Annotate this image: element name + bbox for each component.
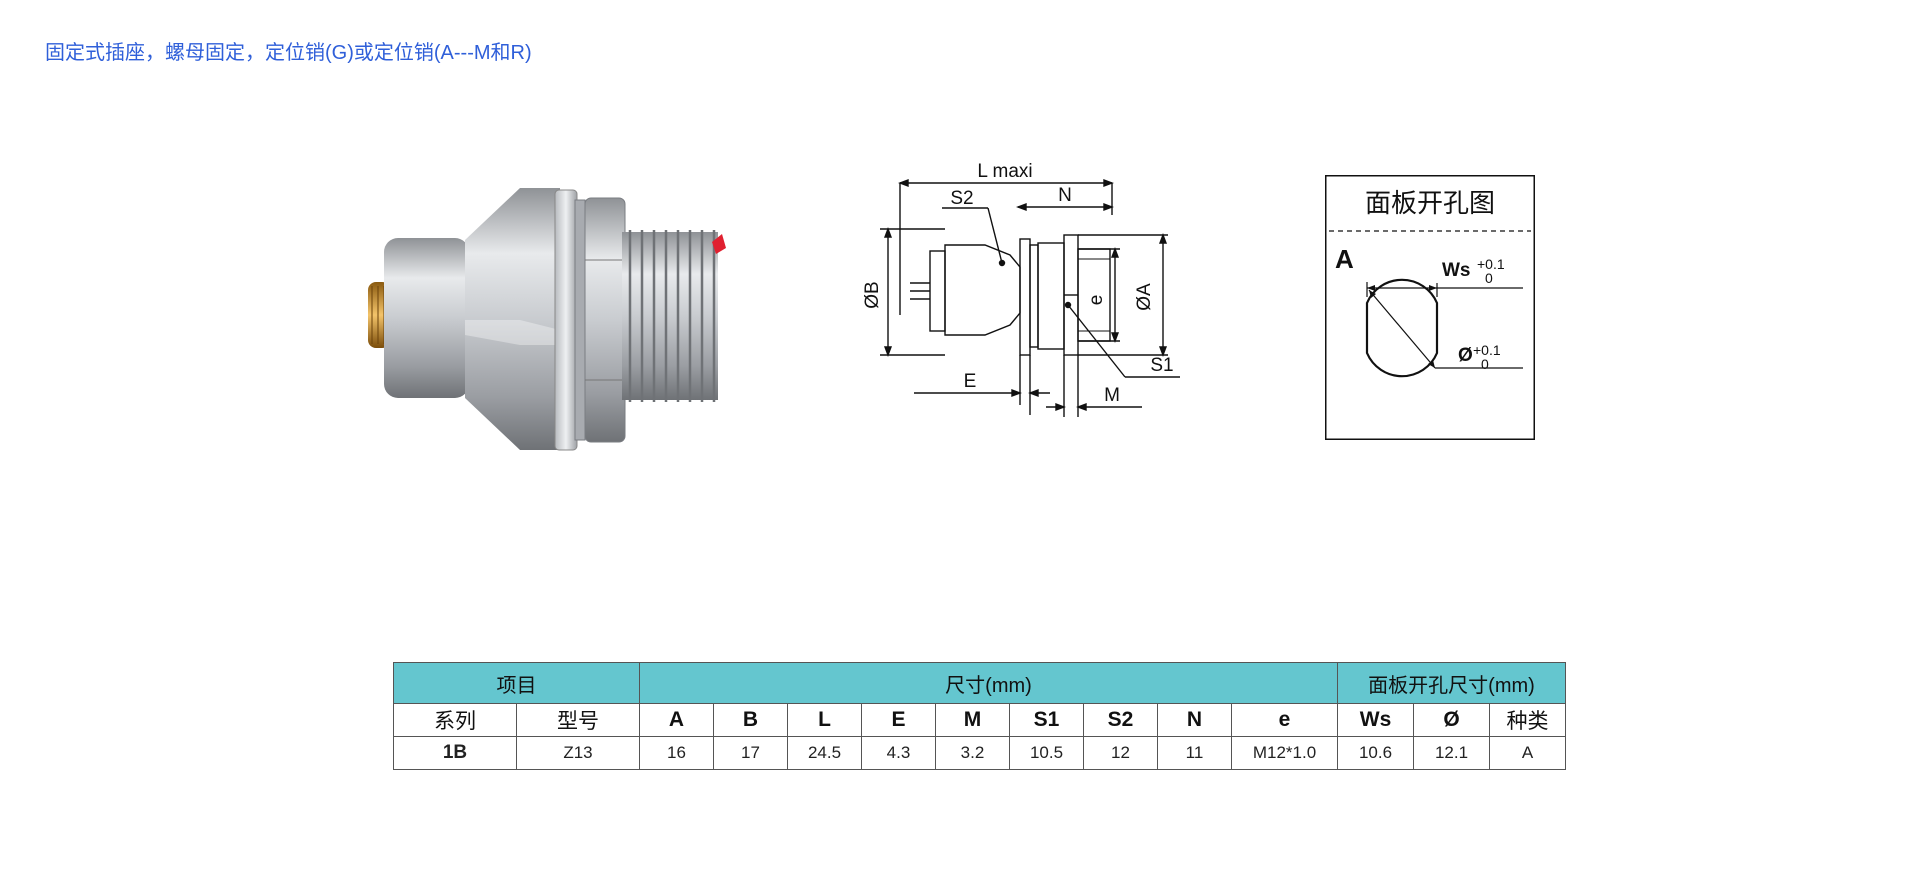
cell-l: 24.5 — [787, 736, 862, 770]
col-header-l: L — [787, 703, 862, 737]
col-header-b: B — [713, 703, 788, 737]
table-group-header-row: 项目 尺寸(mm) 面板开孔尺寸(mm) — [393, 662, 1566, 704]
col-header-series: 系列 — [393, 703, 517, 737]
col-header-ws: Ws — [1337, 703, 1414, 737]
group-header-dimensions: 尺寸(mm) — [639, 662, 1338, 704]
dimension-drawing: L maxi N S2 ØB — [850, 155, 1240, 455]
col-header-e: E — [861, 703, 936, 737]
dia-tol-upper: +0.1 — [1473, 342, 1501, 358]
cell-model: Z13 — [516, 736, 640, 770]
spec-table: 项目 尺寸(mm) 面板开孔尺寸(mm) 系列 型号 A B L E M S1 … — [393, 662, 1566, 770]
dia-label: Ø — [1458, 345, 1473, 366]
col-header-a: A — [639, 703, 714, 737]
cell-b: 17 — [713, 736, 788, 770]
connector-photo — [360, 170, 760, 470]
cell-a: 16 — [639, 736, 714, 770]
label-s1: S1 — [1150, 355, 1173, 376]
col-header-s1: S1 — [1009, 703, 1084, 737]
col-header-thread: e — [1231, 703, 1338, 737]
label-dia-b: ØB — [862, 281, 883, 308]
cell-thread: M12*1.0 — [1231, 736, 1338, 770]
cell-s1: 10.5 — [1009, 736, 1084, 770]
col-header-model: 型号 — [516, 703, 640, 737]
col-header-type: 种类 — [1489, 703, 1566, 737]
table-row: 1B Z13 16 17 24.5 4.3 3.2 10.5 12 11 M12… — [393, 736, 1566, 770]
page-title: 固定式插座，螺母固定，定位销(G)或定位销(A---M和R) — [45, 42, 532, 64]
label-m: M — [1104, 385, 1120, 406]
cell-ws: 10.6 — [1337, 736, 1414, 770]
cell-e: 4.3 — [861, 736, 936, 770]
panel-cutout-diagram: 面板开孔图 A Ws +0.1 0 Ø +0.1 0 — [1325, 175, 1535, 440]
cutout-type-letter: A — [1335, 244, 1354, 274]
cell-n: 11 — [1157, 736, 1232, 770]
label-n: N — [1058, 185, 1072, 206]
col-header-n: N — [1157, 703, 1232, 737]
cell-diameter: 12.1 — [1413, 736, 1490, 770]
dia-tol-lower: 0 — [1481, 356, 1489, 372]
cell-type: A — [1489, 736, 1566, 770]
group-header-item: 项目 — [393, 662, 640, 704]
group-header-panel-cutout: 面板开孔尺寸(mm) — [1337, 662, 1566, 704]
ws-tol-upper: +0.1 — [1477, 256, 1505, 272]
cell-m: 3.2 — [935, 736, 1010, 770]
label-dia-a: ØA — [1134, 283, 1155, 311]
label-e-small: e — [1086, 295, 1107, 306]
ws-label: Ws — [1442, 260, 1471, 281]
label-e-big: E — [964, 371, 977, 392]
table-column-header-row: 系列 型号 A B L E M S1 S2 N e Ws Ø 种类 — [393, 703, 1566, 737]
cutout-title: 面板开孔图 — [1365, 188, 1495, 218]
label-l-maxi: L maxi — [977, 161, 1032, 182]
red-marker — [712, 234, 726, 254]
ws-tol-lower: 0 — [1485, 270, 1493, 286]
col-header-diameter: Ø — [1413, 703, 1490, 737]
col-header-s2: S2 — [1083, 703, 1158, 737]
col-header-m: M — [935, 703, 1010, 737]
cell-series: 1B — [393, 736, 517, 770]
label-s2: S2 — [950, 188, 973, 209]
cell-s2: 12 — [1083, 736, 1158, 770]
